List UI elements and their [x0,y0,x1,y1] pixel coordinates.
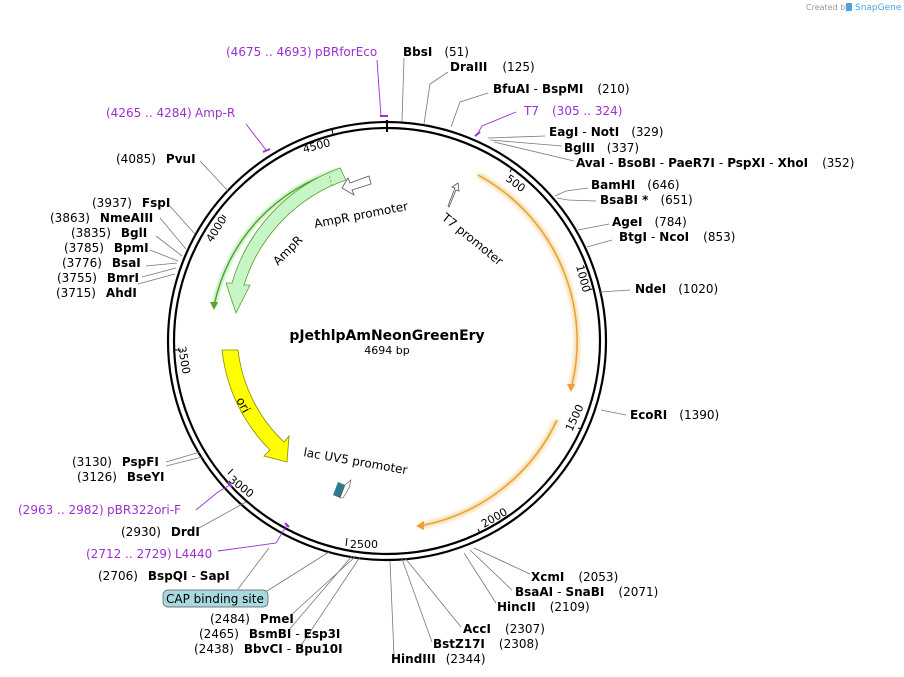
primer-name: pBRforEco [315,45,377,59]
site-bbvci: (2438)BbvCI-Bpu10I [194,642,343,656]
site-bsabi: BsaBI *(651) [600,193,693,207]
site-nmeaiii: (3863)NmeAIII [50,211,153,225]
ori-label: ori [233,395,253,415]
cap-site-label: CAP binding site [166,592,264,606]
green-arc-arrowhead [210,302,218,310]
tick-1500: 1500 [563,402,587,433]
site-fspi: (3937)FspI [92,196,170,210]
tick-label: 4000 [204,214,230,245]
t7-promoter-label: T7 promoter [438,210,506,268]
plasmid-title: pJethlpAmNeonGreenEry 4694 bp [289,328,484,357]
site-drdi: (2930)DrdI [121,525,200,539]
site-ahdi: (3715)AhdI [56,286,137,300]
site-bpmi: (3785)BpmI [64,241,149,255]
primer-range: (305 .. 324) [552,104,622,118]
orange-cds-arrowhead [567,384,575,392]
site-bstz17i: BstZ17I(2308) [433,637,539,651]
site-xcmi: XcmI(2053) [531,570,618,584]
primer-leaders [195,59,517,552]
credit-brand: SnapGene [855,3,902,13]
tick-3500: 3500 [175,345,193,375]
plasmid-backbone [166,120,608,562]
tick-label: 3500 [175,345,193,375]
site-bamhi: BamHI(646) [591,178,680,192]
site-acci: AccI(2307) [463,622,545,636]
t7-promoter-arrow [447,182,460,208]
credit-prefix: Created by [806,3,850,12]
primer-range: (4265 .. 4284) [106,106,192,120]
site-bgli: (3835)BglI [71,226,147,240]
feature-arcs [210,167,581,530]
site-leaders [137,57,631,656]
ampr-arrow [225,167,347,315]
ampr-promoter-arrow [341,175,372,196]
site-pvui: (4085)PvuI [116,152,196,166]
ori-arrow [221,349,290,463]
tick-2500: 2500 [345,537,378,551]
primer-name: pBR322ori-F [107,503,181,517]
lac-promoter-label: lac UV5 promoter [302,445,408,477]
primer-name: T7 [523,104,539,118]
ampr-promoter-label: AmpR promoter [313,199,409,231]
primer-name: Amp-R [195,106,235,120]
primer-range: (2963 .. 2982) [18,503,104,517]
primer-labels: (4675 .. 4693) pBRforEco (4265 .. 4284) … [18,45,622,561]
cap-site-box [162,589,269,608]
tick-label: 1000 [573,263,593,293]
site-bfuai: BfuAI-BspMI(210) [493,82,630,96]
site-pspfi: (3130)PspFI [72,455,159,469]
primer-range: (2712 .. 2729) [86,547,172,561]
tick-label: 2000 [479,505,510,530]
site-bsai: (3776)BsaI [62,256,141,270]
plasmid-name: pJethlpAmNeonGreenEry [289,328,484,344]
site-draiii: DraIII(125) [450,60,535,74]
site-pmei: (2484)PmeI [210,612,294,626]
site-bspqi: (2706)BspQI-SapI [98,569,230,583]
site-btgi: BtgI-NcoI(853) [619,230,735,244]
site-bsaai: BsaAI-SnaBI(2071) [515,585,658,599]
tick-1000: 1000 [573,263,593,293]
site-agei: AgeI(784) [612,215,687,229]
site-avai: AvaI-BsoBI-PaeR7I-PspXI-XhoI(352) [576,156,854,170]
primer-name: L4440 [175,547,212,561]
orange-cds2-arc [418,419,558,527]
site-hindiii: HindIII(2344) [391,652,486,666]
lac-promoter-arrow [339,479,352,499]
tick-label: 1500 [563,402,587,433]
site-bglii: BglII(337) [564,141,639,155]
tick-label: 4500 [301,136,331,156]
site-bmri: (3755)BmrI [57,271,139,285]
site-bsmbi: (2465)BsmBI-Esp3I [199,627,340,641]
orange-cds-arc [477,174,578,390]
site-bbsi: BbsI(51) [403,45,469,59]
site-ndei: NdeI(1020) [635,282,718,296]
tick-2000: 2000 [477,505,510,534]
tick-label: 2500 [350,538,378,551]
orange-cds-halo [476,172,581,390]
primer-markers [227,115,481,528]
lac-promoter-block [333,482,345,498]
orange-cds2-halo [418,418,560,529]
site-eagi: EagI-NotI(329) [549,125,663,139]
site-hincii: HincII(2109) [497,600,590,614]
site-bseyi: (3126)BseYI [77,470,165,484]
ampr-label: AmpR [270,233,305,268]
snapgene-logo-icon [846,3,852,11]
primer-range: (4675 .. 4693) [226,45,312,59]
orange-cds2-arrowhead [416,521,424,530]
plasmid-size: 4694 bp [364,344,409,357]
site-ecori: EcoRI(1390) [630,408,719,422]
snapgene-credit: Created by SnapGene [806,3,902,13]
restriction-site-labels: BbsI(51) DraIII(125) BfuAI-BspMI(210) Ea… [50,45,854,666]
cap-binding-site: CAP binding site [162,589,269,608]
tick-4000: 4000 [204,214,230,245]
